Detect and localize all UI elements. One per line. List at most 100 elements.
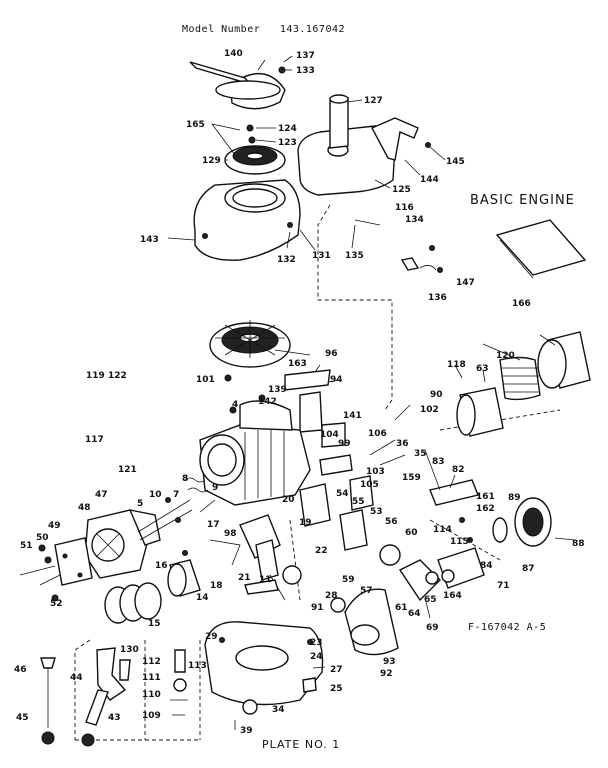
callout-88: 88 xyxy=(572,539,585,549)
callout-96: 96 xyxy=(325,349,338,359)
callout-141: 141 xyxy=(343,411,362,421)
callout-118: 118 xyxy=(447,360,466,370)
callout-105: 105 xyxy=(360,480,379,490)
callout-54: 54 xyxy=(336,489,349,499)
callout-130: 130 xyxy=(120,645,139,655)
callout-43: 43 xyxy=(108,713,121,723)
flywheel xyxy=(209,320,291,368)
callout-163: 163 xyxy=(288,359,307,369)
callout-82: 82 xyxy=(452,465,465,475)
assembly-guide-lines xyxy=(74,204,561,741)
callout-121: 121 xyxy=(118,465,137,475)
callout-123: 123 xyxy=(278,138,297,148)
callout-87: 87 xyxy=(522,564,535,574)
callout-140: 140 xyxy=(224,49,243,59)
governor-bracket xyxy=(429,479,479,543)
callout-90: 90 xyxy=(430,390,443,400)
callout-137: 137 xyxy=(296,51,315,61)
callout-4: 4 xyxy=(232,400,238,410)
callout-55: 55 xyxy=(352,497,365,507)
callout-47: 47 xyxy=(95,490,108,500)
callout-142: 142 xyxy=(258,397,277,407)
callout-93: 93 xyxy=(383,657,396,667)
callout-24: 24 xyxy=(310,652,323,662)
callout-27: 27 xyxy=(330,665,343,675)
callout-136: 136 xyxy=(428,293,447,303)
callout-134: 134 xyxy=(405,215,424,225)
model-number-label: Model Number xyxy=(182,24,261,35)
mounting-plate xyxy=(54,537,93,586)
callout-101: 101 xyxy=(196,375,215,385)
recoil-starter xyxy=(189,61,286,144)
callout-116: 116 xyxy=(395,203,414,213)
callout-36: 36 xyxy=(396,439,409,449)
callout-120: 120 xyxy=(496,351,515,361)
valve-train xyxy=(137,477,209,556)
callout-117: 117 xyxy=(85,435,104,445)
callout-46: 46 xyxy=(14,665,27,675)
callout-11: 11 xyxy=(259,575,272,585)
callout-131: 131 xyxy=(312,251,331,261)
callout-145: 145 xyxy=(446,157,465,167)
callout-132: 132 xyxy=(277,255,296,265)
callout-104: 104 xyxy=(320,430,339,440)
callout-143: 143 xyxy=(140,235,159,245)
callout-71: 71 xyxy=(497,581,510,591)
callout-35: 35 xyxy=(414,449,427,459)
callout-165: 165 xyxy=(186,120,205,130)
control-bracket xyxy=(371,117,431,161)
callout-28: 28 xyxy=(325,591,338,601)
callout-69: 69 xyxy=(426,623,439,633)
owners-manual xyxy=(495,219,587,279)
callout-159: 159 xyxy=(402,473,421,483)
callout-111: 111 xyxy=(142,673,161,683)
governor-parts xyxy=(299,404,411,566)
callout-135: 135 xyxy=(345,251,364,261)
breather-assembly xyxy=(398,547,485,619)
callout-49: 49 xyxy=(48,521,61,531)
callout-161: 161 xyxy=(476,492,495,502)
callout-144: 144 xyxy=(420,175,439,185)
callout-53: 53 xyxy=(370,507,383,517)
callout-94: 94 xyxy=(330,375,343,385)
callout-109: 109 xyxy=(142,711,161,721)
callout-91: 91 xyxy=(311,603,324,613)
callout-125: 125 xyxy=(392,185,411,195)
callout-122: 122 xyxy=(108,371,127,381)
callout-44: 44 xyxy=(70,673,83,683)
callout-5: 5 xyxy=(137,499,143,509)
callout-52: 52 xyxy=(50,599,63,609)
callout-124: 124 xyxy=(278,124,297,134)
callout-19: 19 xyxy=(299,518,312,528)
callout-20: 20 xyxy=(282,495,295,505)
muffler-assembly xyxy=(456,331,591,437)
callout-8: 8 xyxy=(182,474,188,484)
callout-127: 127 xyxy=(364,96,383,106)
callout-84: 84 xyxy=(480,561,493,571)
callout-110: 110 xyxy=(142,690,161,700)
callout-113: 113 xyxy=(188,661,207,671)
callout-119: 119 xyxy=(86,371,105,381)
callout-34: 34 xyxy=(272,705,285,715)
callout-56: 56 xyxy=(385,517,398,527)
piston-and-rings xyxy=(104,539,241,624)
callout-114: 114 xyxy=(433,525,452,535)
callout-166: 166 xyxy=(512,299,531,309)
callout-48: 48 xyxy=(78,503,91,513)
callout-51: 51 xyxy=(20,541,33,551)
callout-63: 63 xyxy=(476,364,489,374)
callout-39: 39 xyxy=(240,726,253,736)
callout-15: 15 xyxy=(148,619,161,629)
callout-9: 9 xyxy=(212,483,218,493)
callout-leaders xyxy=(167,55,556,513)
crankshaft xyxy=(239,514,302,601)
callout-65: 65 xyxy=(424,595,437,605)
callout-57: 57 xyxy=(360,586,373,596)
starter-cup xyxy=(224,145,286,175)
callout-162: 162 xyxy=(476,504,495,514)
callout-50: 50 xyxy=(36,533,49,543)
callout-17: 17 xyxy=(207,520,220,530)
drive-gear xyxy=(492,497,576,547)
fuel-tank-cover xyxy=(297,94,396,196)
